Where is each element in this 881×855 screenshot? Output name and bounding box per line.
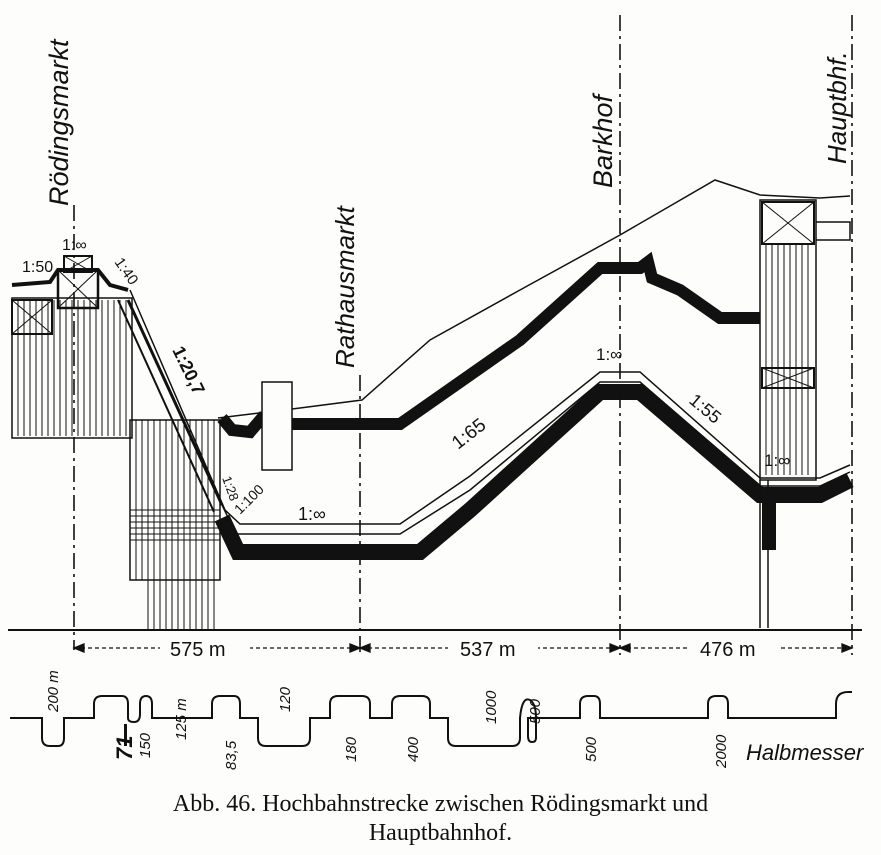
station-axes bbox=[73, 15, 853, 655]
radius-label: 2000 bbox=[713, 734, 730, 769]
gradient-label: 1:∞ bbox=[62, 237, 87, 254]
gradient-label: 1:∞ bbox=[596, 345, 622, 364]
track-profile-diagram: Rödingsmarkt Rathausmarkt Barkhof Hauptb… bbox=[8, 15, 865, 770]
street-surface-line bbox=[217, 179, 851, 419]
pillar-hauptbahnhof bbox=[762, 500, 776, 550]
upper-structure-line bbox=[217, 251, 760, 439]
gradient-label: 1:∞ bbox=[764, 451, 790, 470]
station-label-roedingsmarkt: Rödingsmarkt bbox=[44, 38, 74, 206]
radius-label: 500 bbox=[583, 736, 600, 762]
station-label-barkhof: Barkhof bbox=[588, 92, 618, 188]
radius-label: 120 bbox=[277, 686, 294, 712]
radius-label: 400 bbox=[405, 736, 422, 762]
radius-label: 1000 bbox=[483, 690, 500, 724]
curve-mark bbox=[124, 724, 127, 746]
curve-radius-band bbox=[10, 691, 852, 747]
gradient-label: 1:∞ bbox=[298, 504, 326, 524]
distance-label: 476 m bbox=[700, 639, 756, 661]
caption-line-2: Hauptbahnhof. bbox=[368, 820, 513, 846]
track-profile-inner-line bbox=[221, 381, 851, 535]
radius-label: 125 m bbox=[173, 698, 190, 740]
radius-legend-label: Halbmesser bbox=[746, 740, 865, 765]
gradient-label: 1:55 bbox=[685, 390, 725, 428]
radius-label: 180 bbox=[343, 736, 360, 762]
caption-line-1: Abb. 46. Hochbahnstrecke zwischen Röding… bbox=[172, 791, 709, 817]
figure-caption: Abb. 46. Hochbahnstrecke zwischen Röding… bbox=[0, 790, 881, 848]
descent-hatch bbox=[117, 299, 224, 630]
radius-label: 71 bbox=[112, 736, 137, 760]
radius-label: 83,5 bbox=[223, 740, 240, 770]
rathausmarkt-shaft bbox=[261, 381, 293, 471]
track-profile-black bbox=[214, 384, 854, 560]
gradient-label: 1:40 bbox=[111, 255, 142, 289]
station-label-hauptbahnhof: Hauptbhf. bbox=[822, 51, 852, 164]
roedingsmarkt-viaduct bbox=[11, 255, 133, 439]
hauptbahnhof-structure bbox=[759, 199, 851, 628]
gradient-label: 1:65 bbox=[448, 415, 490, 454]
radius-label: 150 bbox=[137, 732, 154, 758]
radius-label: 200 m bbox=[45, 670, 62, 713]
radius-label: 500 bbox=[527, 698, 544, 724]
gradient-label: 1:50 bbox=[22, 259, 53, 276]
distance-label: 537 m bbox=[460, 639, 516, 661]
distance-label: 575 m bbox=[170, 639, 226, 661]
track-profile-white bbox=[129, 289, 851, 525]
station-label-rathausmarkt: Rathausmarkt bbox=[330, 204, 360, 368]
gradient-label: 1:20,7 bbox=[168, 343, 208, 398]
